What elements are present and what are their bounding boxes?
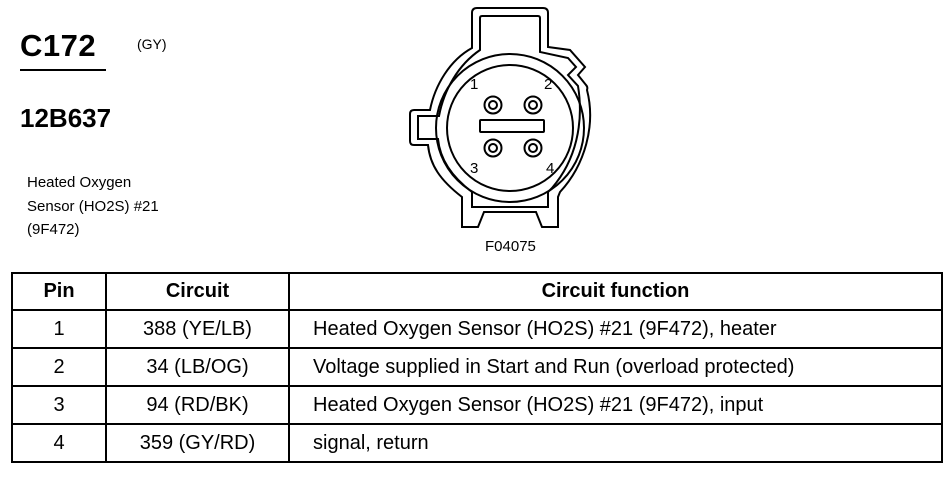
connector-housing-inner	[417, 15, 581, 208]
connector-id-underline	[20, 69, 106, 71]
table-row: 1 388 (YE/LB) Heated Oxygen Sensor (HO2S…	[11, 309, 943, 349]
part-number: 12B637	[20, 103, 112, 133]
connector-description-line: Sensor (HO2S) #21	[27, 198, 159, 215]
pin-cell: 2	[11, 347, 107, 387]
circuit-function-cell: Heated Oxygen Sensor (HO2S) #21 (9F472),…	[288, 309, 943, 349]
pin-1-socket	[483, 95, 503, 115]
connector-color: (GY)	[137, 36, 167, 52]
table-row: 2 34 (LB/OG) Voltage supplied in Start a…	[11, 347, 943, 387]
pin-4-hole	[528, 143, 538, 153]
connector-description-line: (9F472)	[27, 221, 80, 238]
circuit-cell: 34 (LB/OG)	[105, 347, 290, 387]
connector-face-outer-ring	[435, 53, 585, 203]
connector-housing-outline	[409, 7, 592, 228]
column-header-pin: Pin	[11, 272, 107, 311]
circuit-cell: 94 (RD/BK)	[105, 385, 290, 425]
pin-number-label: 4	[546, 160, 554, 177]
pin-number-label: 2	[544, 76, 552, 93]
table-header-row: Pin Circuit Circuit function	[11, 272, 943, 311]
pin-2-socket	[523, 95, 543, 115]
pin-number-label: 1	[470, 76, 478, 93]
center-key-bar	[479, 119, 545, 133]
pin-circuit-table: Pin Circuit Circuit function 1 388 (YE/L…	[11, 272, 943, 463]
circuit-function-cell: Voltage supplied in Start and Run (overl…	[288, 347, 943, 387]
circuit-cell: 388 (YE/LB)	[105, 309, 290, 349]
circuit-cell: 359 (GY/RD)	[105, 423, 290, 463]
pin-3-hole	[488, 143, 498, 153]
pin-cell: 3	[11, 385, 107, 425]
pin-cell: 1	[11, 309, 107, 349]
table-row: 4 359 (GY/RD) signal, return	[11, 423, 943, 463]
connector-face-inner-ring	[446, 64, 574, 192]
pin-2-hole	[528, 100, 538, 110]
connector-id: C172	[20, 28, 97, 63]
pin-number-label: 3	[470, 160, 478, 177]
column-header-circuit-function: Circuit function	[288, 272, 943, 311]
connector-description-line: Heated Oxygen	[27, 174, 132, 191]
table-row: 3 94 (RD/BK) Heated Oxygen Sensor (HO2S)…	[11, 385, 943, 425]
connector-face-diagram: 1 2 3 4	[409, 7, 592, 228]
circuit-function-cell: signal, return	[288, 423, 943, 463]
pin-4-socket	[523, 138, 543, 158]
pin-cell: 4	[11, 423, 107, 463]
column-header-circuit: Circuit	[105, 272, 290, 311]
circuit-function-cell: Heated Oxygen Sensor (HO2S) #21 (9F472),…	[288, 385, 943, 425]
pin-3-socket	[483, 138, 503, 158]
pin-1-hole	[488, 100, 498, 110]
figure-code: F04075	[485, 238, 536, 255]
